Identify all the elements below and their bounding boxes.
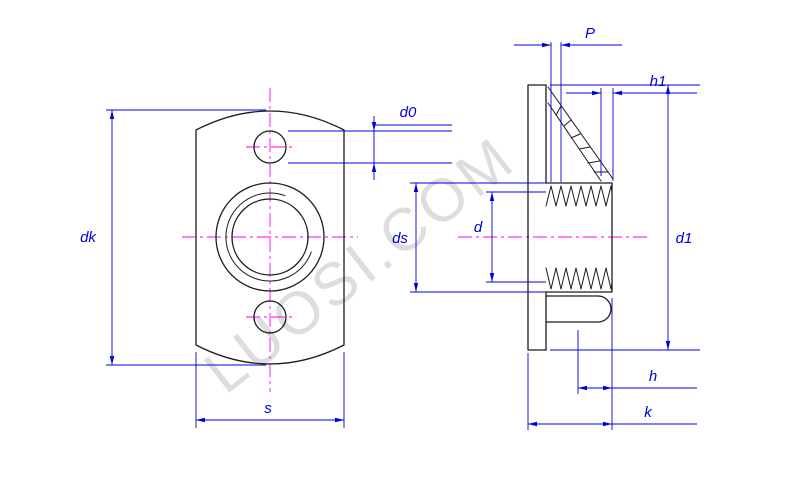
dimension-d: d bbox=[474, 191, 546, 283]
dimension-p: P bbox=[514, 25, 622, 182]
dimension-k: k bbox=[527, 353, 697, 430]
prong-outer-edge bbox=[547, 86, 614, 180]
dimension-dk: dk bbox=[80, 109, 266, 366]
prong-inner-edge bbox=[547, 102, 602, 182]
dimension-s: s bbox=[195, 352, 345, 428]
label-d0: d0 bbox=[400, 104, 417, 121]
label-d1: d1 bbox=[676, 230, 693, 247]
internal-thread-top bbox=[545, 185, 613, 207]
label-k: k bbox=[644, 404, 653, 421]
label-h: h bbox=[649, 368, 657, 385]
counterbore-circle bbox=[215, 182, 325, 292]
label-h1: h1 bbox=[650, 73, 667, 90]
watermark-text: LUOSI.COM bbox=[192, 123, 527, 405]
front-view: dk s d0 bbox=[80, 88, 452, 428]
plate-section-outline bbox=[527, 84, 547, 351]
internal-thread-bottom bbox=[545, 267, 613, 290]
side-view: P h1 d ds bbox=[392, 25, 700, 430]
front-view-outline bbox=[195, 110, 345, 365]
dimension-h1: h1 bbox=[566, 73, 697, 181]
dimension-d1: d1 bbox=[550, 84, 700, 351]
thread-minor-circle bbox=[231, 198, 309, 276]
label-s: s bbox=[264, 400, 272, 417]
side-view-outline bbox=[527, 84, 614, 351]
thread-major-arc bbox=[225, 192, 312, 282]
bottom-hole bbox=[253, 300, 287, 334]
dimension-d0: d0 bbox=[288, 104, 452, 180]
prong-hatching bbox=[555, 105, 609, 173]
label-p: P bbox=[585, 25, 595, 42]
watermark: LUOSI.COM bbox=[192, 123, 527, 405]
prong-rounded-tip bbox=[597, 295, 612, 323]
label-dk: dk bbox=[80, 229, 97, 246]
top-hole bbox=[253, 130, 287, 164]
flange-plate-outline bbox=[195, 110, 345, 365]
dimension-h: h bbox=[577, 298, 697, 430]
label-d: d bbox=[474, 219, 483, 236]
dimension-ds: ds bbox=[392, 182, 546, 293]
label-ds: ds bbox=[392, 230, 408, 247]
